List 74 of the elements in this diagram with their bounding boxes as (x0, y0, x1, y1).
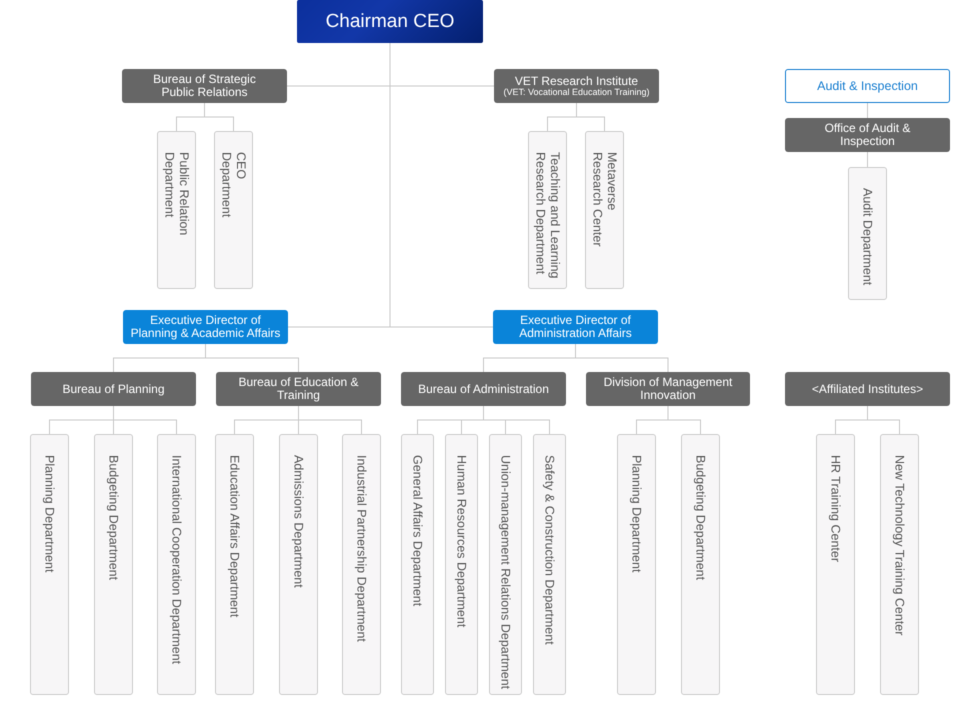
node-label: Planning Department (42, 455, 57, 572)
bureau-box (785, 118, 950, 152)
department-box (30, 434, 69, 695)
chairman-box (297, 0, 483, 43)
audit-box (785, 69, 950, 103)
department-box (489, 434, 522, 695)
department-box (681, 434, 720, 695)
bureau-box (586, 372, 750, 406)
department-box (585, 131, 624, 289)
node-label: Bureau of Administration (418, 382, 549, 396)
department-box (157, 131, 196, 289)
node-label: Executive Director of Planning & Academic Affairs (130, 314, 280, 340)
department-box (215, 434, 254, 695)
node-label: Audit Department (860, 188, 875, 286)
note-text: (VET: Vocational Education Training) (503, 88, 650, 98)
node-label: Bureau of Planning (62, 382, 165, 396)
node-label: Education Affairs Department (227, 455, 242, 618)
connector-line (668, 406, 701, 434)
bureau-box (785, 372, 950, 406)
node-label: Safety & Construction Department (542, 455, 557, 645)
bureau-box (401, 372, 566, 406)
bureau-box (31, 372, 196, 406)
connector-line (867, 406, 900, 434)
node-label: Planning Department (629, 455, 644, 572)
node-label: Executive Director of Administration Affairs (518, 314, 633, 340)
connector-line (113, 406, 177, 434)
node-label: Budgeting Department (106, 455, 121, 580)
department-box (401, 434, 434, 695)
department-box (279, 434, 318, 695)
department-box (94, 434, 133, 695)
connector-line (204, 102, 234, 132)
department-box (880, 434, 919, 695)
executive-box (123, 310, 288, 344)
bureau-box (122, 69, 287, 103)
node-label: Bureau of Education & Training (237, 376, 360, 402)
department-box (617, 434, 656, 695)
node-label: Office of Audit & Inspection (824, 122, 912, 148)
connector-line (576, 102, 605, 132)
node-label: Chairman CEO (326, 10, 454, 32)
department-box (816, 434, 855, 695)
node-label: HR Training Center (828, 455, 843, 562)
connector-line (298, 406, 362, 434)
node-label: Teaching and Learning Research Department (533, 152, 562, 280)
node-label: Industrial Partnership Department (354, 455, 369, 642)
bureau-box (216, 372, 381, 406)
department-box (342, 434, 381, 695)
department-box (214, 131, 253, 289)
node-label: <Affiliated Institutes> (812, 382, 924, 396)
connector-line (867, 152, 868, 168)
department-box (445, 434, 478, 695)
node-label: CEO Department (219, 152, 248, 220)
bureau-box (494, 69, 659, 103)
node-label: Metaverse Research Center (590, 152, 619, 248)
node-label: Admissions Department (291, 455, 306, 588)
executive-box (493, 310, 658, 344)
node-label: Public Relation Department (162, 152, 191, 238)
node-label: Budgeting Department (693, 455, 708, 580)
node-label: Audit & Inspection (817, 79, 918, 93)
connector-line (483, 406, 550, 434)
node-label: Human Resources Department (454, 455, 469, 628)
connector-line (205, 344, 299, 372)
department-box (157, 434, 196, 695)
connector-line (575, 344, 668, 372)
node-label: VET Research Institute (514, 74, 638, 88)
node-label: General Affairs Department (410, 455, 425, 606)
node-label: New Technology Training Center (892, 455, 907, 636)
department-box (528, 131, 567, 289)
node-label: Bureau of Strategic Public Relations (152, 73, 257, 99)
node-label: International Cooperation Department (169, 455, 184, 664)
department-box (848, 167, 887, 300)
node-label: Division of Management Innovation (602, 376, 734, 402)
connector-line (867, 102, 868, 118)
department-box (533, 434, 566, 695)
node-label: Union-management Relations Department (498, 455, 513, 690)
